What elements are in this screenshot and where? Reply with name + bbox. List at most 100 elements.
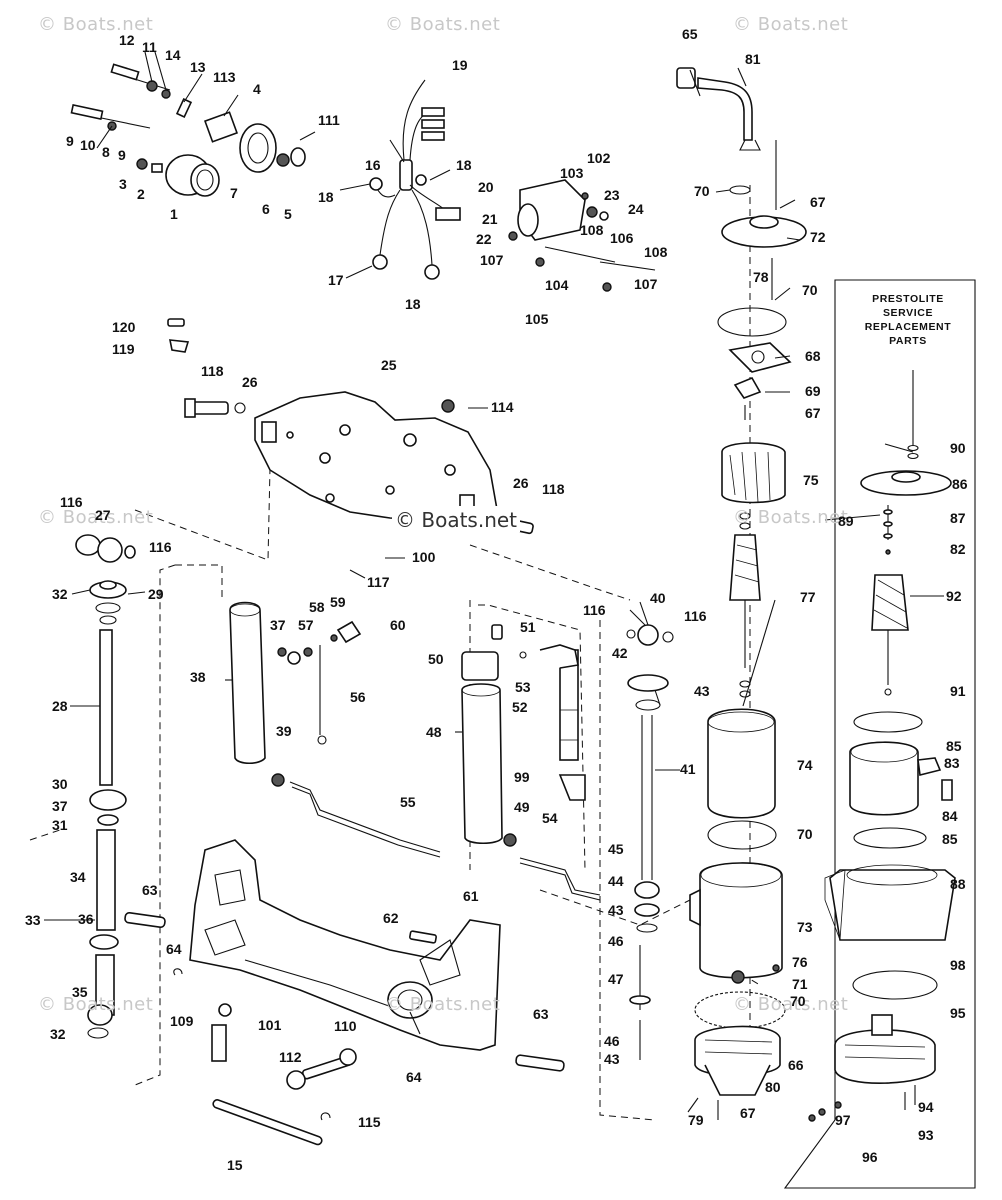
prestolite-title-line: PRESTOLITE <box>872 293 944 305</box>
callout-94: 94 <box>918 1099 934 1115</box>
callout-13: 13 <box>190 59 206 75</box>
watermark: © Boats.net <box>385 14 501 35</box>
watermark-center: © Boats.net <box>395 508 518 532</box>
ignition-switch-group <box>70 63 316 197</box>
watermark: © Boats.net <box>38 994 154 1015</box>
callout-110: 110 <box>334 1018 357 1034</box>
callout-71: 71 <box>792 976 808 992</box>
watermark: © Boats.net <box>733 994 849 1015</box>
callout-54: 54 <box>542 810 558 826</box>
callout-37: 37 <box>52 798 68 814</box>
callout-116: 116 <box>583 602 606 618</box>
callout-67: 67 <box>740 1105 756 1121</box>
callout-9: 9 <box>118 147 126 163</box>
callout-48: 48 <box>426 724 442 740</box>
callout-69: 69 <box>805 383 821 399</box>
callout-107: 107 <box>480 252 504 268</box>
callout-73: 73 <box>797 919 813 935</box>
prestolite-title-line: REPLACEMENT <box>864 321 952 333</box>
callout-62: 62 <box>383 910 399 926</box>
callout-47: 47 <box>608 971 624 987</box>
callout-111: 111 <box>318 112 340 128</box>
callout-85: 85 <box>946 738 962 754</box>
callout-56: 56 <box>350 689 366 705</box>
callout-17: 17 <box>328 272 344 288</box>
callout-39: 39 <box>276 723 292 739</box>
callout-86: 86 <box>952 476 968 492</box>
callout-40: 40 <box>650 590 666 606</box>
callout-78: 78 <box>753 269 769 285</box>
callout-32: 32 <box>50 1026 66 1042</box>
callout-25: 25 <box>381 357 397 373</box>
callout-90: 90 <box>950 440 966 456</box>
callout-46: 46 <box>604 1033 620 1049</box>
callout-28: 28 <box>52 698 68 714</box>
callout-43: 43 <box>604 1051 620 1067</box>
callout-49: 49 <box>514 799 530 815</box>
callout-23: 23 <box>604 187 620 203</box>
callout-3: 3 <box>119 176 127 192</box>
callout-113: 113 <box>213 69 236 85</box>
callout-87: 87 <box>950 510 966 526</box>
callout-52: 52 <box>512 699 528 715</box>
callout-63: 63 <box>533 1006 549 1022</box>
callout-70: 70 <box>790 993 806 1009</box>
callout-29: 29 <box>148 586 164 602</box>
callout-38: 38 <box>190 669 206 685</box>
callout-89: 89 <box>838 513 854 529</box>
left-cylinder-parts <box>75 534 136 1039</box>
callout-44: 44 <box>608 873 624 889</box>
callout-18: 18 <box>456 157 472 173</box>
callout-64: 64 <box>166 941 182 957</box>
callout-10: 10 <box>80 137 96 153</box>
callout-2: 2 <box>137 186 145 202</box>
callout-65: 65 <box>682 26 698 42</box>
callout-24: 24 <box>628 201 644 217</box>
solenoid-group <box>508 179 656 292</box>
callout-109: 109 <box>170 1013 194 1029</box>
callout-95: 95 <box>950 1005 966 1021</box>
callout-57: 57 <box>298 617 314 633</box>
callout-68: 68 <box>805 348 821 364</box>
callout-46: 46 <box>608 933 624 949</box>
left-tube-assembly <box>229 601 441 858</box>
callout-7: 7 <box>230 185 238 201</box>
callout-55: 55 <box>400 794 416 810</box>
callout-67: 67 <box>805 405 821 421</box>
callout-101: 101 <box>258 1017 282 1033</box>
callout-97: 97 <box>835 1112 851 1128</box>
callout-22: 22 <box>476 231 492 247</box>
right-cylinder-parts <box>626 624 674 1060</box>
callout-76: 76 <box>792 954 808 970</box>
callout-77: 77 <box>800 589 816 605</box>
callout-16: 16 <box>365 157 381 173</box>
callout-19: 19 <box>452 57 468 73</box>
callout-84: 84 <box>942 808 958 824</box>
callout-72: 72 <box>810 229 826 245</box>
callout-14: 14 <box>165 47 181 63</box>
callout-83: 83 <box>944 755 960 771</box>
callout-34: 34 <box>70 869 86 885</box>
callout-74: 74 <box>797 757 813 773</box>
prestolite-title-line: PARTS <box>889 335 927 347</box>
callout-93: 93 <box>918 1127 934 1143</box>
callout-85: 85 <box>942 831 958 847</box>
prestolite-panel-border <box>783 279 976 1189</box>
callout-119: 119 <box>112 341 135 357</box>
callout-18: 18 <box>405 296 421 312</box>
callout-91: 91 <box>950 683 966 699</box>
callout-108: 108 <box>644 244 668 260</box>
prestolite-parts <box>808 370 956 1122</box>
callout-64: 64 <box>406 1069 422 1085</box>
callout-70: 70 <box>797 826 813 842</box>
callout-45: 45 <box>608 841 624 857</box>
callout-81: 81 <box>745 51 761 67</box>
callout-88: 88 <box>950 876 966 892</box>
watermark: © Boats.net <box>733 507 849 528</box>
callout-79: 79 <box>688 1112 704 1128</box>
callout-100: 100 <box>412 549 436 565</box>
middle-tube-assembly <box>461 624 601 901</box>
callout-42: 42 <box>612 645 628 661</box>
callout-112: 112 <box>279 1049 302 1065</box>
